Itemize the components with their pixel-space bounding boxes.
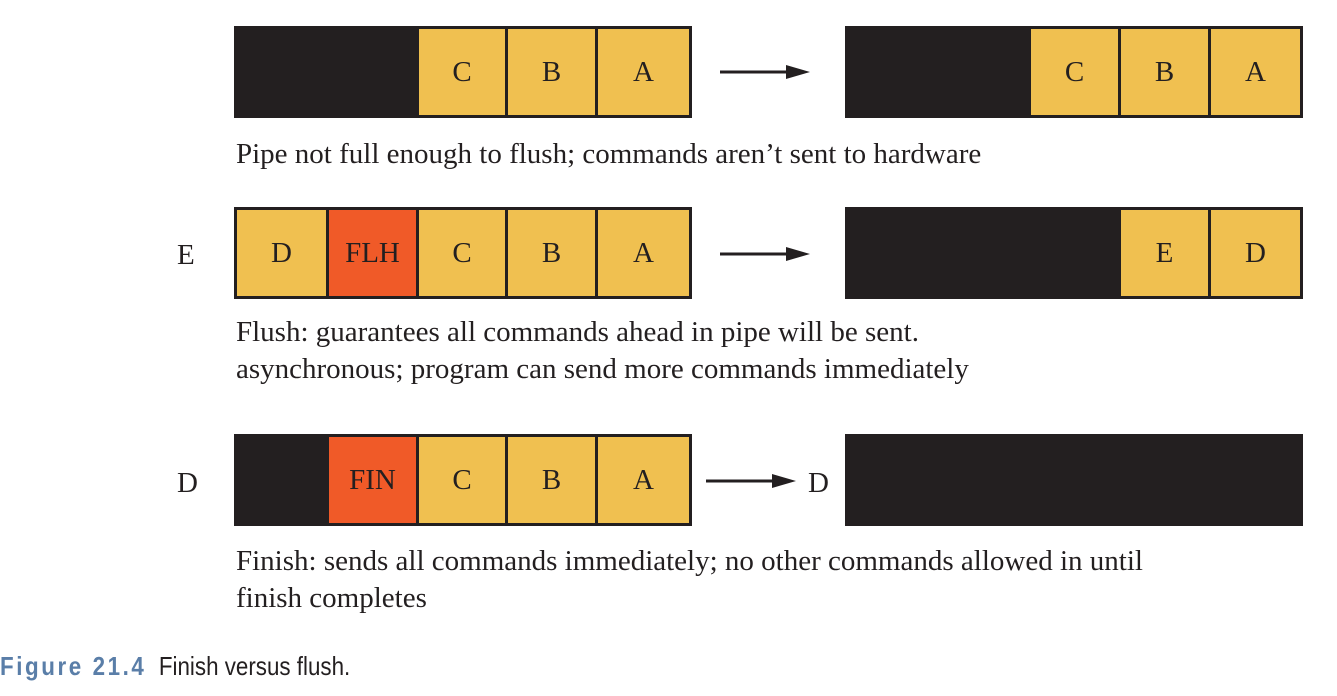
cell-command: C [416, 26, 508, 118]
arrow-icon [720, 247, 810, 261]
figure-caption: Figure 21.4 Finish versus flush. [0, 651, 350, 682]
caption-row-3: Finish: sends all commands immediately; … [236, 543, 1143, 617]
caption-line: Finish: sends all commands immediately; … [236, 545, 1143, 577]
pipe-before-1: C B A [234, 26, 692, 118]
pipe-after-2: E D [845, 207, 1303, 299]
cell-command: B [505, 207, 598, 299]
caption-line: finish completes [236, 582, 427, 614]
cell-command: E [1118, 207, 1211, 299]
cell-command: D [234, 207, 329, 299]
figure-number: Figure 21.4 [0, 651, 147, 681]
pipe-before-2: D FLH C B A [234, 207, 692, 299]
cell-command: C [416, 434, 508, 526]
cell-command: B [1118, 26, 1211, 118]
caption-line: asynchronous; program can send more comm… [236, 353, 969, 385]
caption-line: Flush: guarantees all commands ahead in … [236, 316, 919, 348]
cell-command: C [1028, 26, 1121, 118]
caption-line: Pipe not full enough to flush; commands … [236, 138, 982, 170]
pipe-after-1: C B A [845, 26, 1303, 118]
cell-command: B [505, 26, 598, 118]
arrow-icon [706, 474, 796, 488]
cell-finish: FIN [326, 434, 419, 526]
pipe-after-3 [845, 434, 1303, 526]
caption-row-2: Flush: guarantees all commands ahead in … [236, 314, 969, 388]
cell-command: C [416, 207, 508, 299]
cell-command: A [1208, 26, 1303, 118]
arrow-icon [720, 65, 810, 79]
figure-title: Finish versus flush. [158, 651, 351, 681]
incoming-command-label: E [177, 239, 195, 271]
caption-row-1: Pipe not full enough to flush; commands … [236, 136, 981, 173]
cell-command: B [505, 434, 598, 526]
pipe-before-3: FIN C B A [234, 434, 692, 526]
cell-command: A [595, 26, 692, 118]
incoming-command-label: D [177, 467, 198, 499]
cell-command: D [1208, 207, 1303, 299]
waiting-command-label: D [808, 467, 829, 499]
cell-command: A [595, 434, 692, 526]
cell-command: A [595, 207, 692, 299]
cell-flush: FLH [326, 207, 419, 299]
